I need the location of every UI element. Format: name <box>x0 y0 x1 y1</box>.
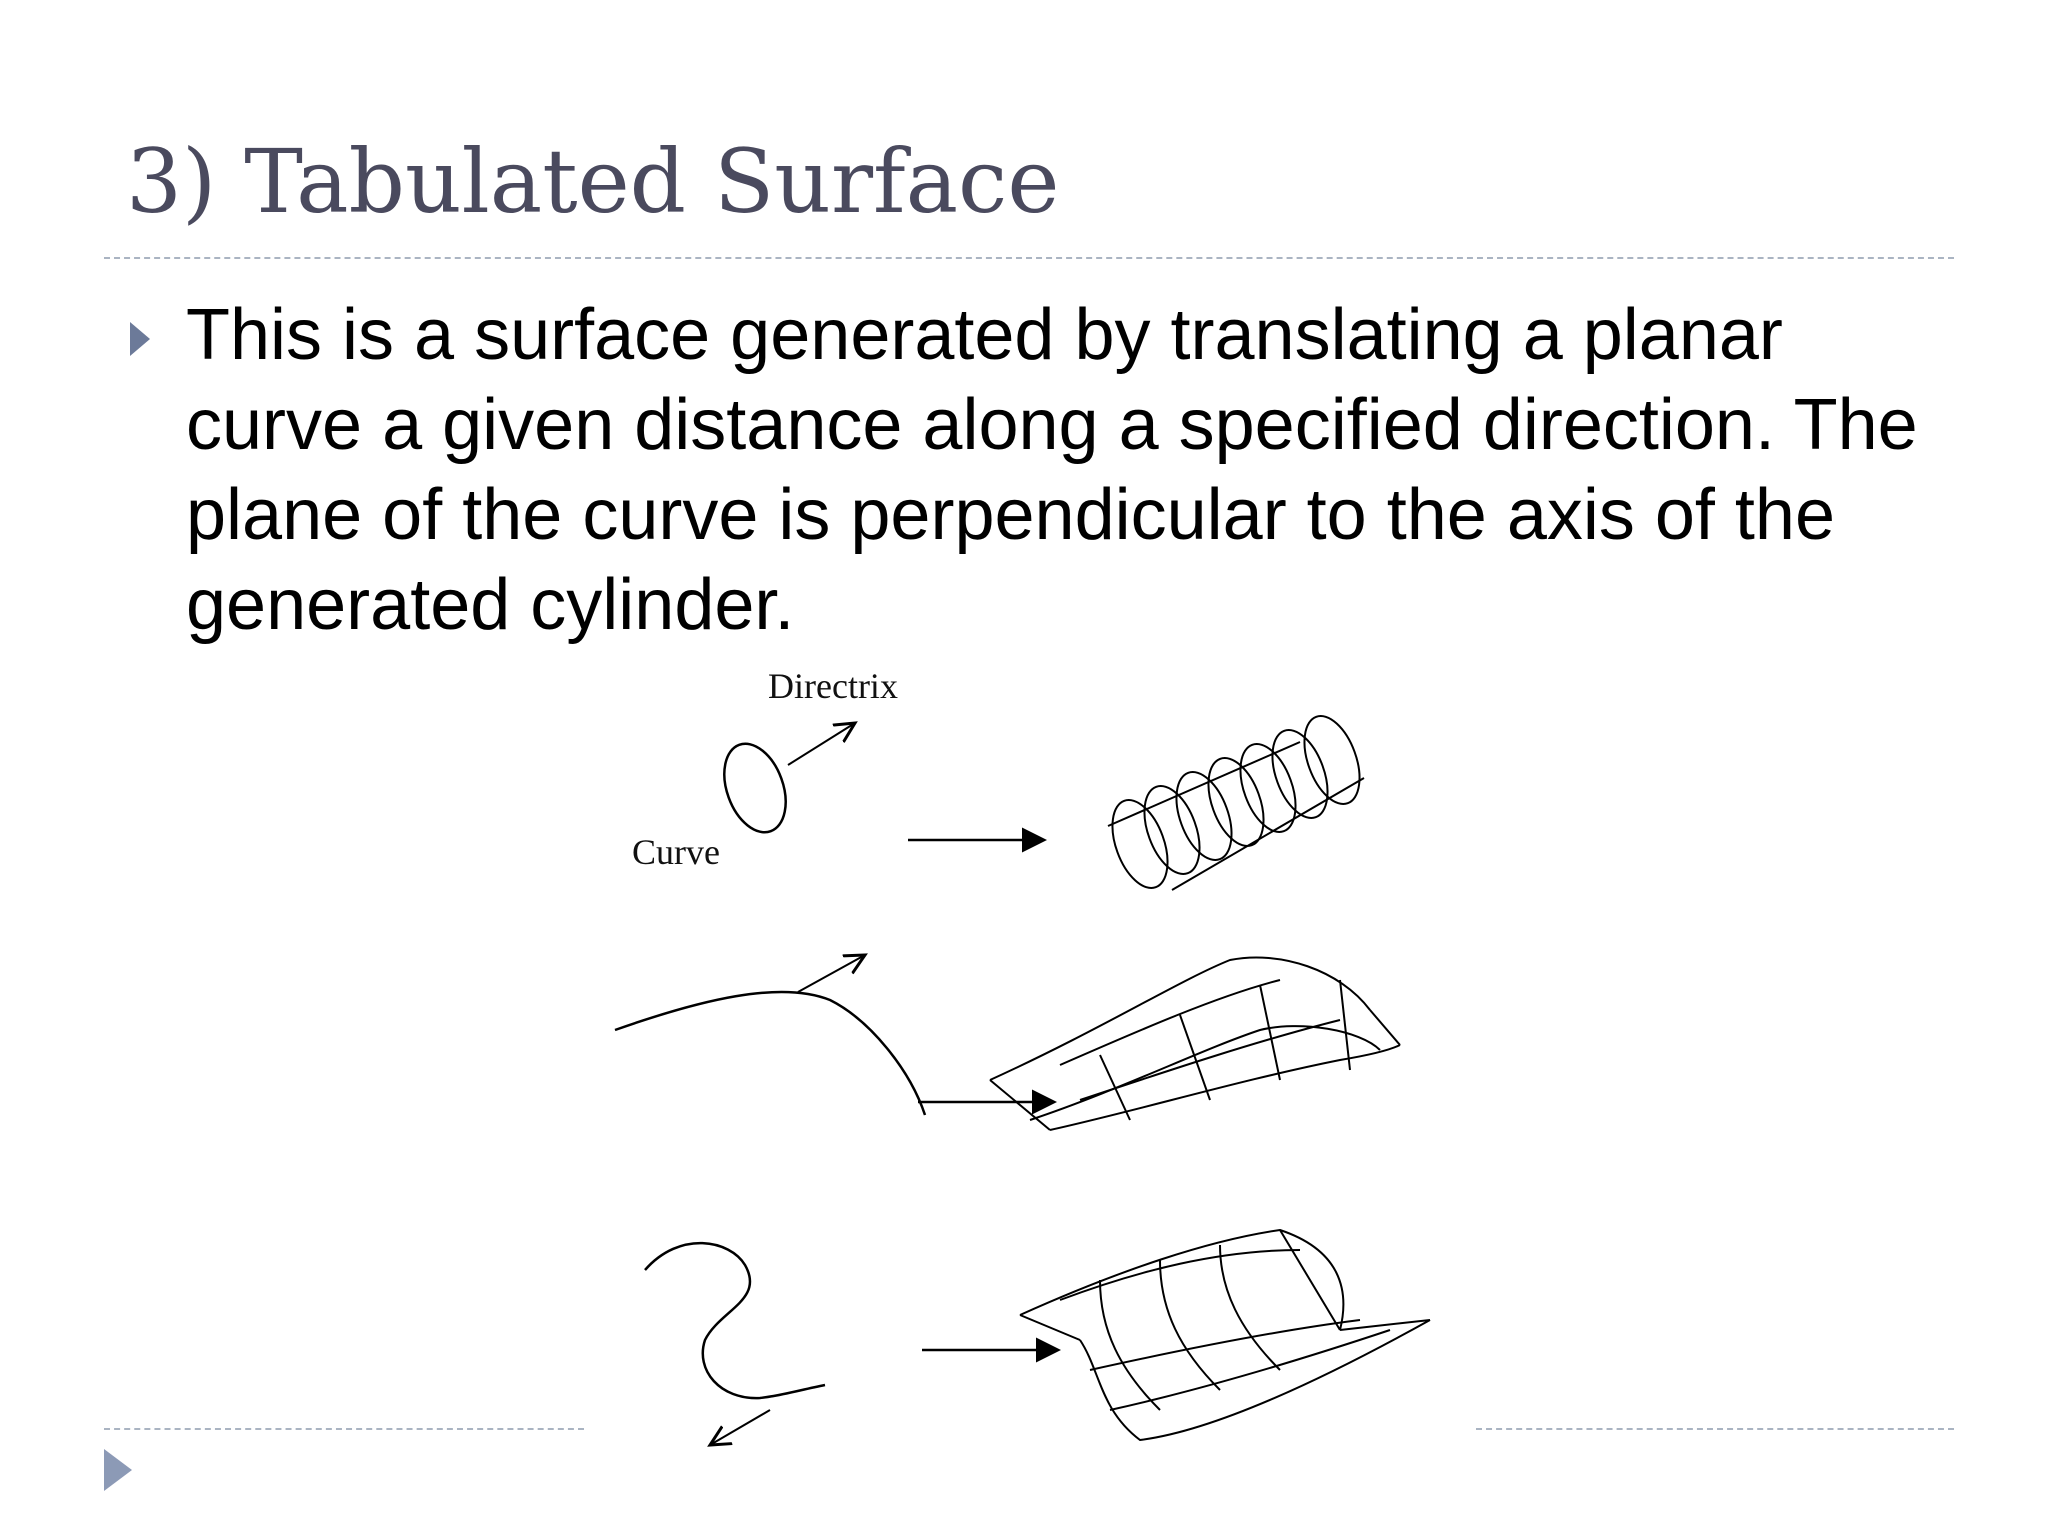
row-scurve <box>644 1228 1431 1445</box>
directrix-label: Directrix <box>768 666 898 706</box>
bullet-arrow-icon <box>130 322 150 356</box>
arched-surface-wireframe <box>989 956 1401 1131</box>
curve-label: Curve <box>632 832 720 872</box>
title-divider <box>104 257 1954 259</box>
scurve-directrix-arrow <box>710 1409 771 1445</box>
footer-arrow-icon <box>104 1449 132 1491</box>
footer-divider-right <box>1476 1428 1954 1430</box>
arc-curve <box>614 990 927 1116</box>
tabulated-surface-figure: Directrix Curve <box>614 666 1431 1470</box>
circle-curve <box>723 742 787 834</box>
row-circle: Directrix Curve <box>632 666 1365 891</box>
arc-directrix-arrow <box>797 955 865 993</box>
cylinder-wireframe <box>1107 715 1365 891</box>
slide-title: 3) Tabulated Surface <box>126 130 1060 233</box>
bullet-text: This is a surface generated by translati… <box>186 295 1918 645</box>
directrix-arrow <box>787 723 855 766</box>
curved-surface-wireframe <box>1019 1228 1431 1442</box>
footer-divider-left <box>104 1428 584 1430</box>
row-arc <box>614 955 1401 1131</box>
s-curve <box>644 1241 826 1400</box>
